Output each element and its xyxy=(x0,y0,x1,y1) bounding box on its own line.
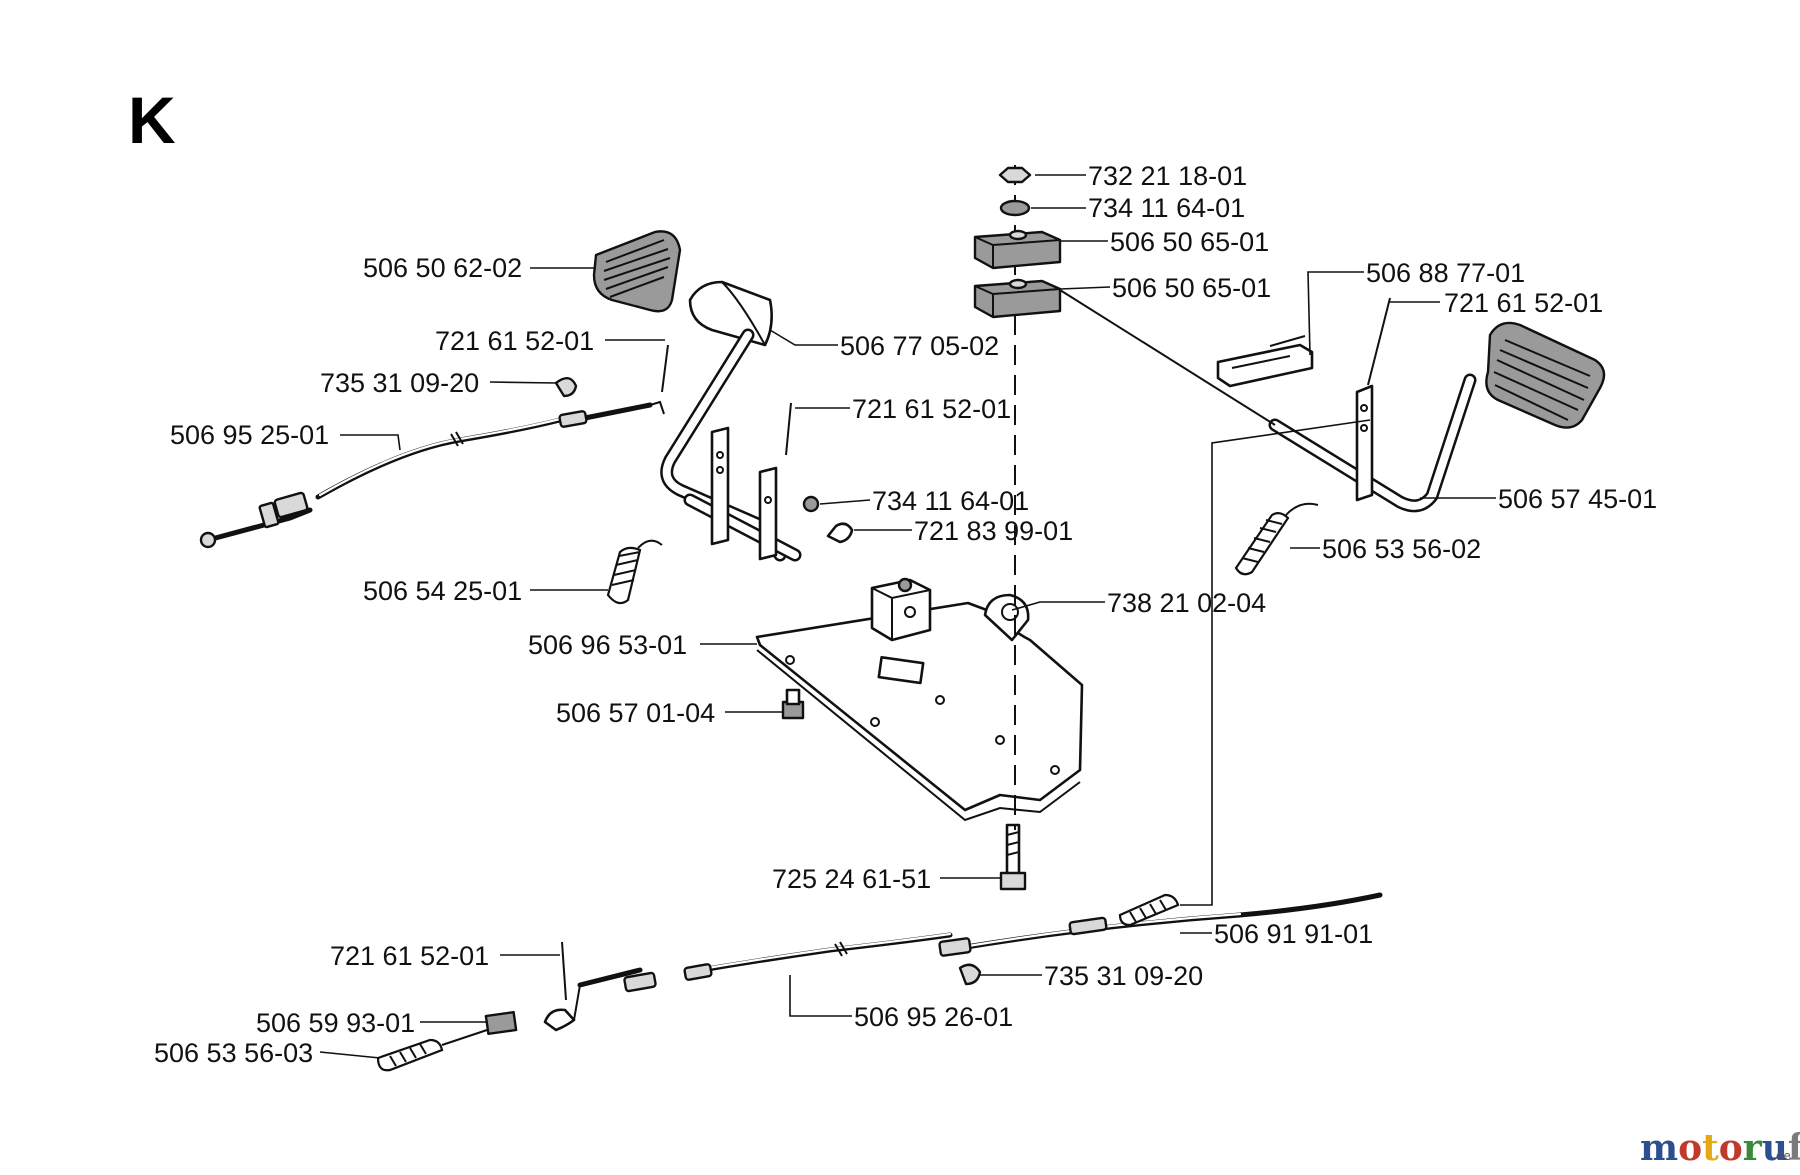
label-506-57-01-04: 506 57 01-04 xyxy=(556,698,715,728)
e-clip-top xyxy=(554,377,578,398)
spring-pin-right xyxy=(1367,297,1391,386)
connector-plate xyxy=(484,1010,518,1036)
block-lower xyxy=(973,278,1062,319)
brake-cable-bottom xyxy=(376,892,1383,1072)
label-506-53-56-02: 506 53 56-02 xyxy=(1322,534,1481,564)
washer-mid xyxy=(802,495,820,513)
part-labels: 732 21 18-01 734 11 64-01 506 50 65-01 5… xyxy=(154,161,1657,1068)
label-506-96-53-01: 506 96 53-01 xyxy=(528,630,687,660)
label-506-54-25-01: 506 54 25-01 xyxy=(363,576,522,606)
label-506-50-65-01-b: 506 50 65-01 xyxy=(1112,273,1271,303)
label-506-53-56-03: 506 53 56-03 xyxy=(154,1038,313,1068)
label-721-61-52-01-left: 721 61 52-01 xyxy=(435,326,594,356)
clevis-pin xyxy=(826,522,854,544)
top-stack xyxy=(973,165,1062,830)
pedal-sleeve xyxy=(688,280,773,347)
label-735-31-09-20-bottom: 735 31 09-20 xyxy=(1044,961,1203,991)
e-clip-bottom xyxy=(958,963,982,986)
label-725-24-61-51: 725 24 61-51 xyxy=(772,864,931,894)
label-506-88-77-01: 506 88 77-01 xyxy=(1366,258,1525,288)
left-pedal-assembly xyxy=(554,230,854,605)
washer-top xyxy=(999,199,1031,217)
label-721-61-52-01-bottom: 721 61 52-01 xyxy=(330,941,489,971)
hex-bolt xyxy=(999,823,1027,891)
adjuster-plate xyxy=(1216,335,1314,388)
spring-bottom-left xyxy=(376,1029,488,1072)
label-506-57-45-01: 506 57 45-01 xyxy=(1498,484,1657,514)
return-spring-right xyxy=(1234,502,1319,576)
label-734-11-64-01-mid: 734 11 64-01 xyxy=(872,486,1029,516)
throttle-cable-left xyxy=(199,400,665,549)
pedal-pad-right xyxy=(1485,321,1606,429)
bracket-right xyxy=(758,466,778,561)
label-732-21-18-01: 732 21 18-01 xyxy=(1088,161,1247,191)
label-506-95-25-01: 506 95 25-01 xyxy=(170,420,329,450)
bracket-left xyxy=(710,426,730,546)
block-upper xyxy=(973,229,1062,270)
spring-pin-mid xyxy=(785,402,792,456)
label-506-50-62-02: 506 50 62-02 xyxy=(363,253,522,283)
pedal-pad-left xyxy=(592,230,682,313)
label-506-77-05-02: 506 77 05-02 xyxy=(840,331,999,361)
return-spring-left xyxy=(606,539,663,605)
label-506-50-65-01-a: 506 50 65-01 xyxy=(1110,227,1269,257)
label-506-95-26-01: 506 95 26-01 xyxy=(854,1002,1013,1032)
mounting-plate xyxy=(755,577,1084,822)
watermark-logo: motoruf .de xyxy=(1640,1127,1800,1169)
label-734-11-64-01-top: 734 11 64-01 xyxy=(1088,193,1245,223)
spring-bottom-right xyxy=(1118,893,1180,927)
hex-nut xyxy=(998,166,1032,184)
label-506-91-91-01: 506 91 91-01 xyxy=(1214,919,1373,949)
label-735-31-09-20-top: 735 31 09-20 xyxy=(320,368,479,398)
label-506-59-93-01: 506 59 93-01 xyxy=(256,1008,415,1038)
section-letter: K xyxy=(128,83,176,157)
watermark-brand: motoruf xyxy=(1640,1127,1800,1169)
label-721-61-52-01-mid: 721 61 52-01 xyxy=(852,394,1011,424)
leader-lines xyxy=(319,174,1496,1059)
flange-bolt xyxy=(781,688,805,720)
right-pedal-assembly xyxy=(1059,289,1606,906)
label-721-61-52-01-right: 721 61 52-01 xyxy=(1444,288,1603,318)
watermark-tld: .de xyxy=(1772,1149,1791,1163)
label-721-83-99-01: 721 83 99-01 xyxy=(914,516,1073,546)
label-738-21-02-04: 738 21 02-04 xyxy=(1107,588,1266,618)
spring-pin-left xyxy=(661,344,669,393)
bracket-vertical-right xyxy=(1355,384,1374,502)
